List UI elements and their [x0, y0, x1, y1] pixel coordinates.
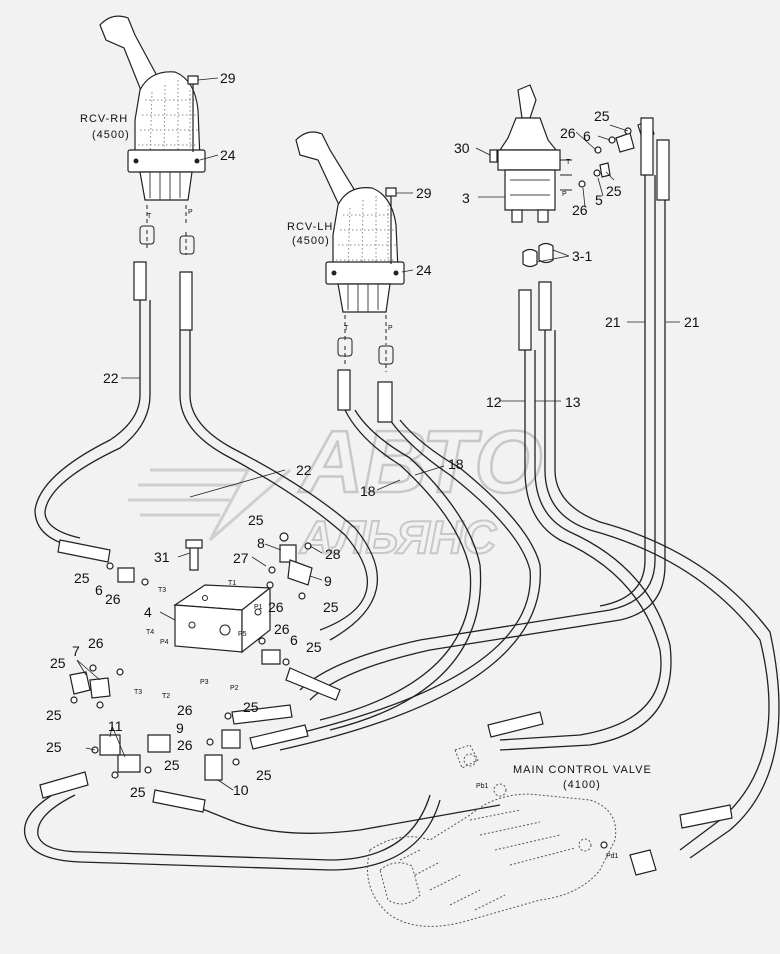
- watermark-line1: АВТО: [298, 412, 543, 511]
- callout-18-upper: 18: [448, 456, 464, 472]
- callout-29-lh: 29: [416, 185, 432, 201]
- callout-26-lower-a: 26: [177, 702, 193, 718]
- callout-3-1: 3-1: [572, 248, 592, 264]
- pedal-valve: [489, 84, 655, 268]
- callout-6-block-left: 6: [95, 582, 103, 598]
- callout-13: 13: [565, 394, 581, 410]
- mcv-code: (4100): [563, 779, 601, 791]
- callout-26-pedal-top: 26: [560, 125, 576, 141]
- callout-11: 11: [108, 718, 123, 734]
- port-label-t3b: T3: [134, 689, 142, 696]
- callout-25-block-left: 25: [74, 570, 90, 586]
- port-label-lh-t: T: [344, 325, 349, 332]
- callout-26-left-group: 26: [88, 635, 104, 651]
- rcv-rh-name: RCV-RH: [80, 113, 128, 125]
- callout-12: 12: [486, 394, 502, 410]
- callout-5: 5: [595, 192, 603, 208]
- port-label-p4: P4: [160, 639, 169, 646]
- port-label-rh-t: T: [147, 213, 152, 220]
- port-label-p5: P5: [238, 631, 247, 638]
- rcv-rh-joystick: [99, 15, 206, 255]
- callout-25-block-top: 25: [248, 512, 264, 528]
- callout-7: 7: [72, 643, 80, 659]
- callout-24-lh: 24: [416, 262, 432, 278]
- callout-29-rh: 29: [220, 70, 236, 86]
- callout-9-upper: 9: [324, 573, 332, 589]
- callout-24-rh: 24: [220, 147, 236, 163]
- terminal-block: [173, 584, 272, 654]
- callout-26-pedal-bottom: 26: [572, 202, 588, 218]
- port-label-lh-p: P: [388, 325, 393, 332]
- port-label-pd1: Pd1: [606, 853, 619, 860]
- callout-4: 4: [144, 604, 152, 620]
- callout-22-center: 22: [296, 462, 312, 478]
- callout-25-pedal-right: 25: [606, 183, 622, 199]
- callout-30: 30: [454, 140, 470, 156]
- port-label-p1: P1: [254, 604, 263, 611]
- callout-21-right: 21: [684, 314, 700, 330]
- port-label-t2: T2: [162, 693, 170, 700]
- port-label-t3: T3: [158, 587, 166, 594]
- rcv-lh-name: RCV-LH: [287, 221, 333, 233]
- mcv-name: MAIN CONTROL VALVE: [513, 764, 652, 776]
- callout-6-pedal: 6: [583, 128, 591, 144]
- callout-25-block-right: 25: [323, 599, 339, 615]
- port-label-pb1: Pb1: [476, 783, 489, 790]
- port-label-p3: P3: [200, 679, 209, 686]
- callout-21-left: 21: [605, 314, 621, 330]
- callout-31: 31: [154, 549, 170, 565]
- callout-25-left-group-bottom: 25: [46, 707, 62, 723]
- callout-3: 3: [462, 190, 470, 206]
- callout-10: 10: [233, 782, 249, 798]
- callout-25-pedal-top: 25: [594, 108, 610, 124]
- watermark-line2: АЛЬЯНС: [299, 511, 497, 563]
- callout-25-lower-right-a: 25: [243, 699, 259, 715]
- callout-27: 27: [233, 550, 249, 566]
- callout-25-lower-bottom: 25: [130, 784, 146, 800]
- hose-lines: [23, 170, 780, 871]
- rcv-lh-code: (4500): [292, 235, 330, 247]
- watermark-logo: АВТО АЛЬЯНС: [128, 411, 544, 564]
- callout-28: 28: [325, 546, 341, 562]
- callout-26-lower-b: 26: [177, 737, 193, 753]
- main-control-valve: [367, 744, 617, 927]
- rcv-rh-code: (4500): [92, 129, 130, 141]
- callout-26-block-left: 26: [105, 591, 121, 607]
- port-label-pedal-p: P: [562, 191, 567, 198]
- callout-8: 8: [257, 535, 265, 551]
- leader-lines: [76, 77, 680, 791]
- callout-25-block-mid: 25: [306, 639, 322, 655]
- callout-25-lower-mid: 25: [164, 757, 180, 773]
- port-label-p2: P2: [230, 685, 239, 692]
- callout-9-lower: 9: [176, 720, 184, 736]
- callout-6-block-mid: 6: [290, 632, 298, 648]
- port-label-rh-p: P: [188, 209, 193, 216]
- callout-numbers: 29 24 29 24 30 26 25 6 25 5 26 3 3-1 21 …: [46, 70, 700, 800]
- callout-26-block-mid: 26: [274, 621, 290, 637]
- rcv-lh-joystick: [295, 131, 405, 372]
- callout-22-left: 22: [103, 370, 119, 386]
- port-label-t1: T1: [228, 580, 236, 587]
- callout-18-lower: 18: [360, 483, 376, 499]
- hose-fittings: [39, 117, 733, 829]
- callout-25-lower-right-b: 25: [256, 767, 272, 783]
- callout-26-block-right: 26: [268, 599, 284, 615]
- callout-25-left-group-top: 25: [50, 655, 66, 671]
- callout-25-lower-left: 25: [46, 739, 62, 755]
- port-label-t4: T4: [146, 629, 154, 636]
- fittings-and-seals: [69, 532, 657, 876]
- port-label-pedal-t: T: [566, 159, 571, 166]
